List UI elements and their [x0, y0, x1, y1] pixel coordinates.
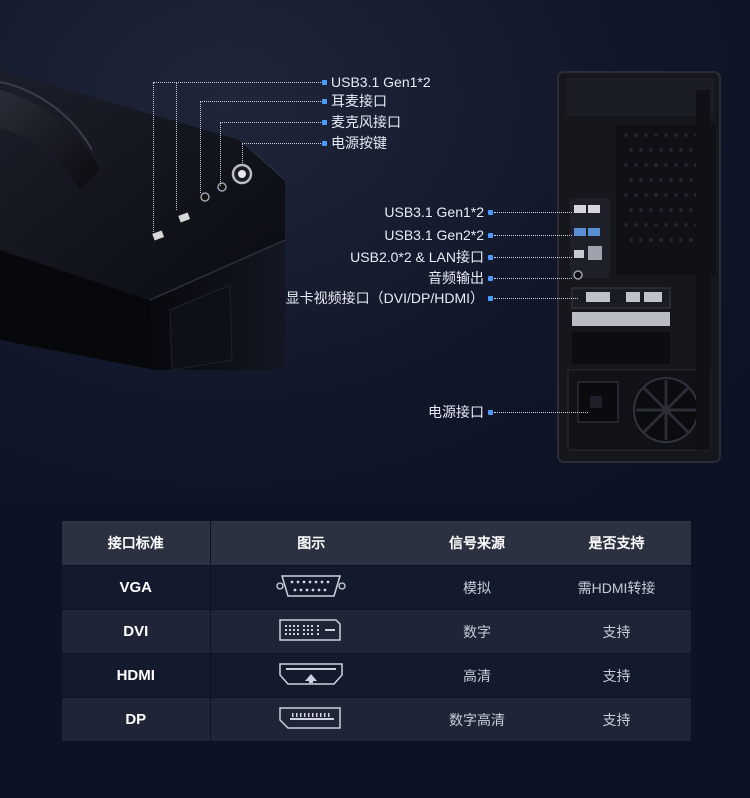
leader-audio [494, 278, 572, 279]
header-signal: 信号来源 [412, 521, 542, 566]
callout-dot [322, 80, 327, 85]
table-row: DP 数字高清 支持 [62, 697, 691, 741]
product-image-area: USB3.1 Gen1*2 耳麦接口 麦克风接口 电源按键 [0, 0, 750, 500]
leader-usb-front [153, 82, 154, 232]
leader-usb-front-2 [176, 82, 177, 210]
callout-power-button: 电源按键 [331, 135, 387, 151]
leader-headset [200, 101, 201, 193]
leader-power-btn-h [242, 143, 323, 144]
row-support: 支持 [542, 609, 691, 654]
row-support: 需HDMI转接 [542, 565, 691, 610]
callout-dot [488, 255, 493, 260]
leader-gpu [494, 298, 578, 299]
callout-usb2-lan: USB2.0*2 & LAN接口 [350, 249, 484, 265]
row-signal: 高清 [412, 653, 542, 698]
row-support: 支持 [542, 653, 691, 698]
row-name: DVI [62, 609, 211, 654]
header-diagram: 图示 [210, 521, 412, 566]
callout-dot [488, 276, 493, 281]
callout-audio-out: 音频输出 [428, 270, 484, 286]
hdmi-port-icon [210, 653, 412, 698]
callout-dot [488, 296, 493, 301]
row-signal: 数字高清 [412, 697, 542, 741]
table-row: VGA 模拟 需HDMI转接 [62, 565, 691, 610]
leader-usb2-lan [494, 257, 572, 258]
row-name: HDMI [62, 653, 211, 698]
leader-usb-front-h [153, 82, 323, 83]
callout-dot [488, 210, 493, 215]
leader-usb-rear-gen1 [494, 212, 572, 213]
callout-headset: 耳麦接口 [331, 93, 387, 109]
leader-power-socket [494, 412, 588, 413]
callout-mic: 麦克风接口 [331, 114, 401, 130]
header-support: 是否支持 [542, 521, 691, 566]
leader-mic-h [220, 122, 323, 123]
vga-port-icon [210, 565, 412, 610]
interface-table: 接口标准 图示 信号来源 是否支持 VGA [62, 521, 691, 741]
callout-usb-rear-gen2: USB3.1 Gen2*2 [384, 227, 484, 243]
callout-usb-front: USB3.1 Gen1*2 [331, 74, 431, 90]
callout-gpu-ports: 显卡视频接口（DVI/DP/HDMI） [285, 290, 484, 306]
row-signal: 模拟 [412, 565, 542, 610]
table-header-row: 接口标准 图示 信号来源 是否支持 [62, 521, 691, 566]
front-case-image [0, 70, 286, 371]
callout-dot [322, 120, 327, 125]
leader-usb-rear-gen2 [494, 235, 572, 236]
callout-dot [488, 233, 493, 238]
callout-usb-rear-gen1: USB3.1 Gen1*2 [384, 204, 484, 220]
row-support: 支持 [542, 697, 691, 741]
table-row: HDMI 高清 支持 [62, 653, 691, 698]
row-name: VGA [62, 565, 211, 610]
row-signal: 数字 [412, 609, 542, 654]
dp-port-icon [210, 697, 412, 741]
callout-power-socket: 电源接口 [428, 404, 484, 420]
leader-mic [220, 122, 221, 186]
leader-power-btn [242, 143, 243, 163]
leader-headset-h [200, 101, 323, 102]
dvi-port-icon [210, 609, 412, 654]
callout-dot [488, 410, 493, 415]
callout-dot [322, 141, 327, 146]
rear-case-image [557, 71, 721, 463]
table-row: DVI 数字 支持 [62, 609, 691, 654]
row-name: DP [62, 697, 211, 741]
callout-dot [322, 99, 327, 104]
header-standard: 接口标准 [62, 521, 211, 566]
